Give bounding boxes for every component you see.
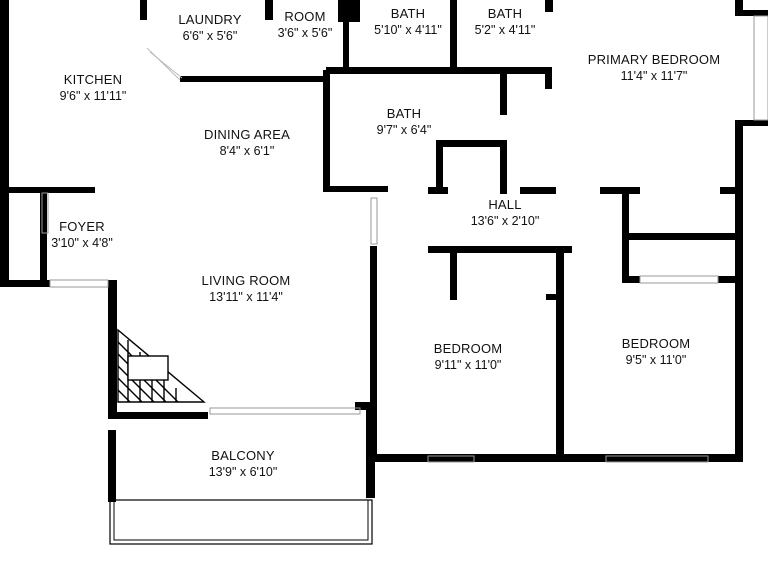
room-dimensions: 13'9" x 6'10": [208, 465, 278, 479]
room-label-hall: HALL 13'6" x 2'10": [471, 197, 540, 229]
room-name: BEDROOM: [433, 341, 503, 356]
room-dimensions: 11'4" x 11'7": [620, 69, 688, 83]
room-name: DINING AREA: [204, 127, 290, 142]
room-dimensions: 8'4" x 6'1": [219, 144, 275, 158]
room-label-dining-area: DINING AREA 8'4" x 6'1": [204, 127, 290, 159]
room-name: BATH: [487, 6, 523, 21]
room-label-laundry: LAUNDRY 6'6" x 5'6": [178, 12, 241, 44]
room-name: BATH: [390, 6, 426, 21]
room-label-living-room: LIVING ROOM 13'11" x 11'4": [202, 273, 291, 305]
room-name: ROOM: [284, 9, 326, 24]
stairs: [117, 328, 206, 403]
room-label-bath-mid: BATH 9'7" x 6'4": [377, 106, 432, 138]
room-dimensions: 9'7" x 6'4": [376, 123, 432, 137]
room-label-primary-bedroom: PRIMARY BEDROOM 11'4" x 11'7": [588, 52, 721, 84]
room-name: LAUNDRY: [178, 12, 242, 27]
room-name: LIVING ROOM: [201, 273, 291, 288]
room-name: BATH: [386, 106, 422, 121]
walls: [0, 0, 768, 502]
room-label-bath-top-1: BATH 5'10" x 4'11": [374, 6, 442, 38]
room-label-bedroom-1: BEDROOM 9'11" x 11'0": [434, 341, 503, 373]
room-name: HALL: [488, 197, 522, 212]
room-name: PRIMARY BEDROOM: [587, 52, 721, 67]
room-name: BALCONY: [211, 448, 275, 463]
room-label-balcony: BALCONY 13'9" x 6'10": [209, 448, 278, 480]
room-dimensions: 13'6" x 2'10": [470, 214, 540, 228]
room-dimensions: 9'6" x 11'11": [59, 89, 127, 103]
room-dimensions: 5'2" x 4'11": [474, 23, 536, 37]
room-label-bedroom-2: BEDROOM 9'5" x 11'0": [622, 336, 691, 368]
room-label-foyer: FOYER 3'10" x 4'8": [51, 219, 113, 251]
room-dimensions: 9'5" x 11'0": [625, 353, 687, 367]
room-dimensions: 6'6" x 5'6": [182, 29, 238, 43]
room-name: FOYER: [59, 219, 105, 234]
room-label-bath-top-2: BATH 5'2" x 4'11": [475, 6, 536, 38]
windows: [41, 15, 768, 545]
room-label-room: ROOM 3'6" x 5'6": [278, 9, 333, 41]
door-swings: [146, 47, 183, 81]
room-dimensions: 5'10" x 4'11": [374, 23, 442, 37]
room-name: BEDROOM: [621, 336, 691, 351]
room-dimensions: 3'6" x 5'6": [277, 26, 333, 40]
room-dimensions: 3'10" x 4'8": [51, 236, 113, 250]
room-name: KITCHEN: [63, 72, 123, 87]
room-dimensions: 13'11" x 11'4": [209, 290, 283, 304]
room-dimensions: 9'11" x 11'0": [434, 358, 502, 372]
room-label-kitchen: KITCHEN 9'6" x 11'11": [60, 72, 127, 104]
